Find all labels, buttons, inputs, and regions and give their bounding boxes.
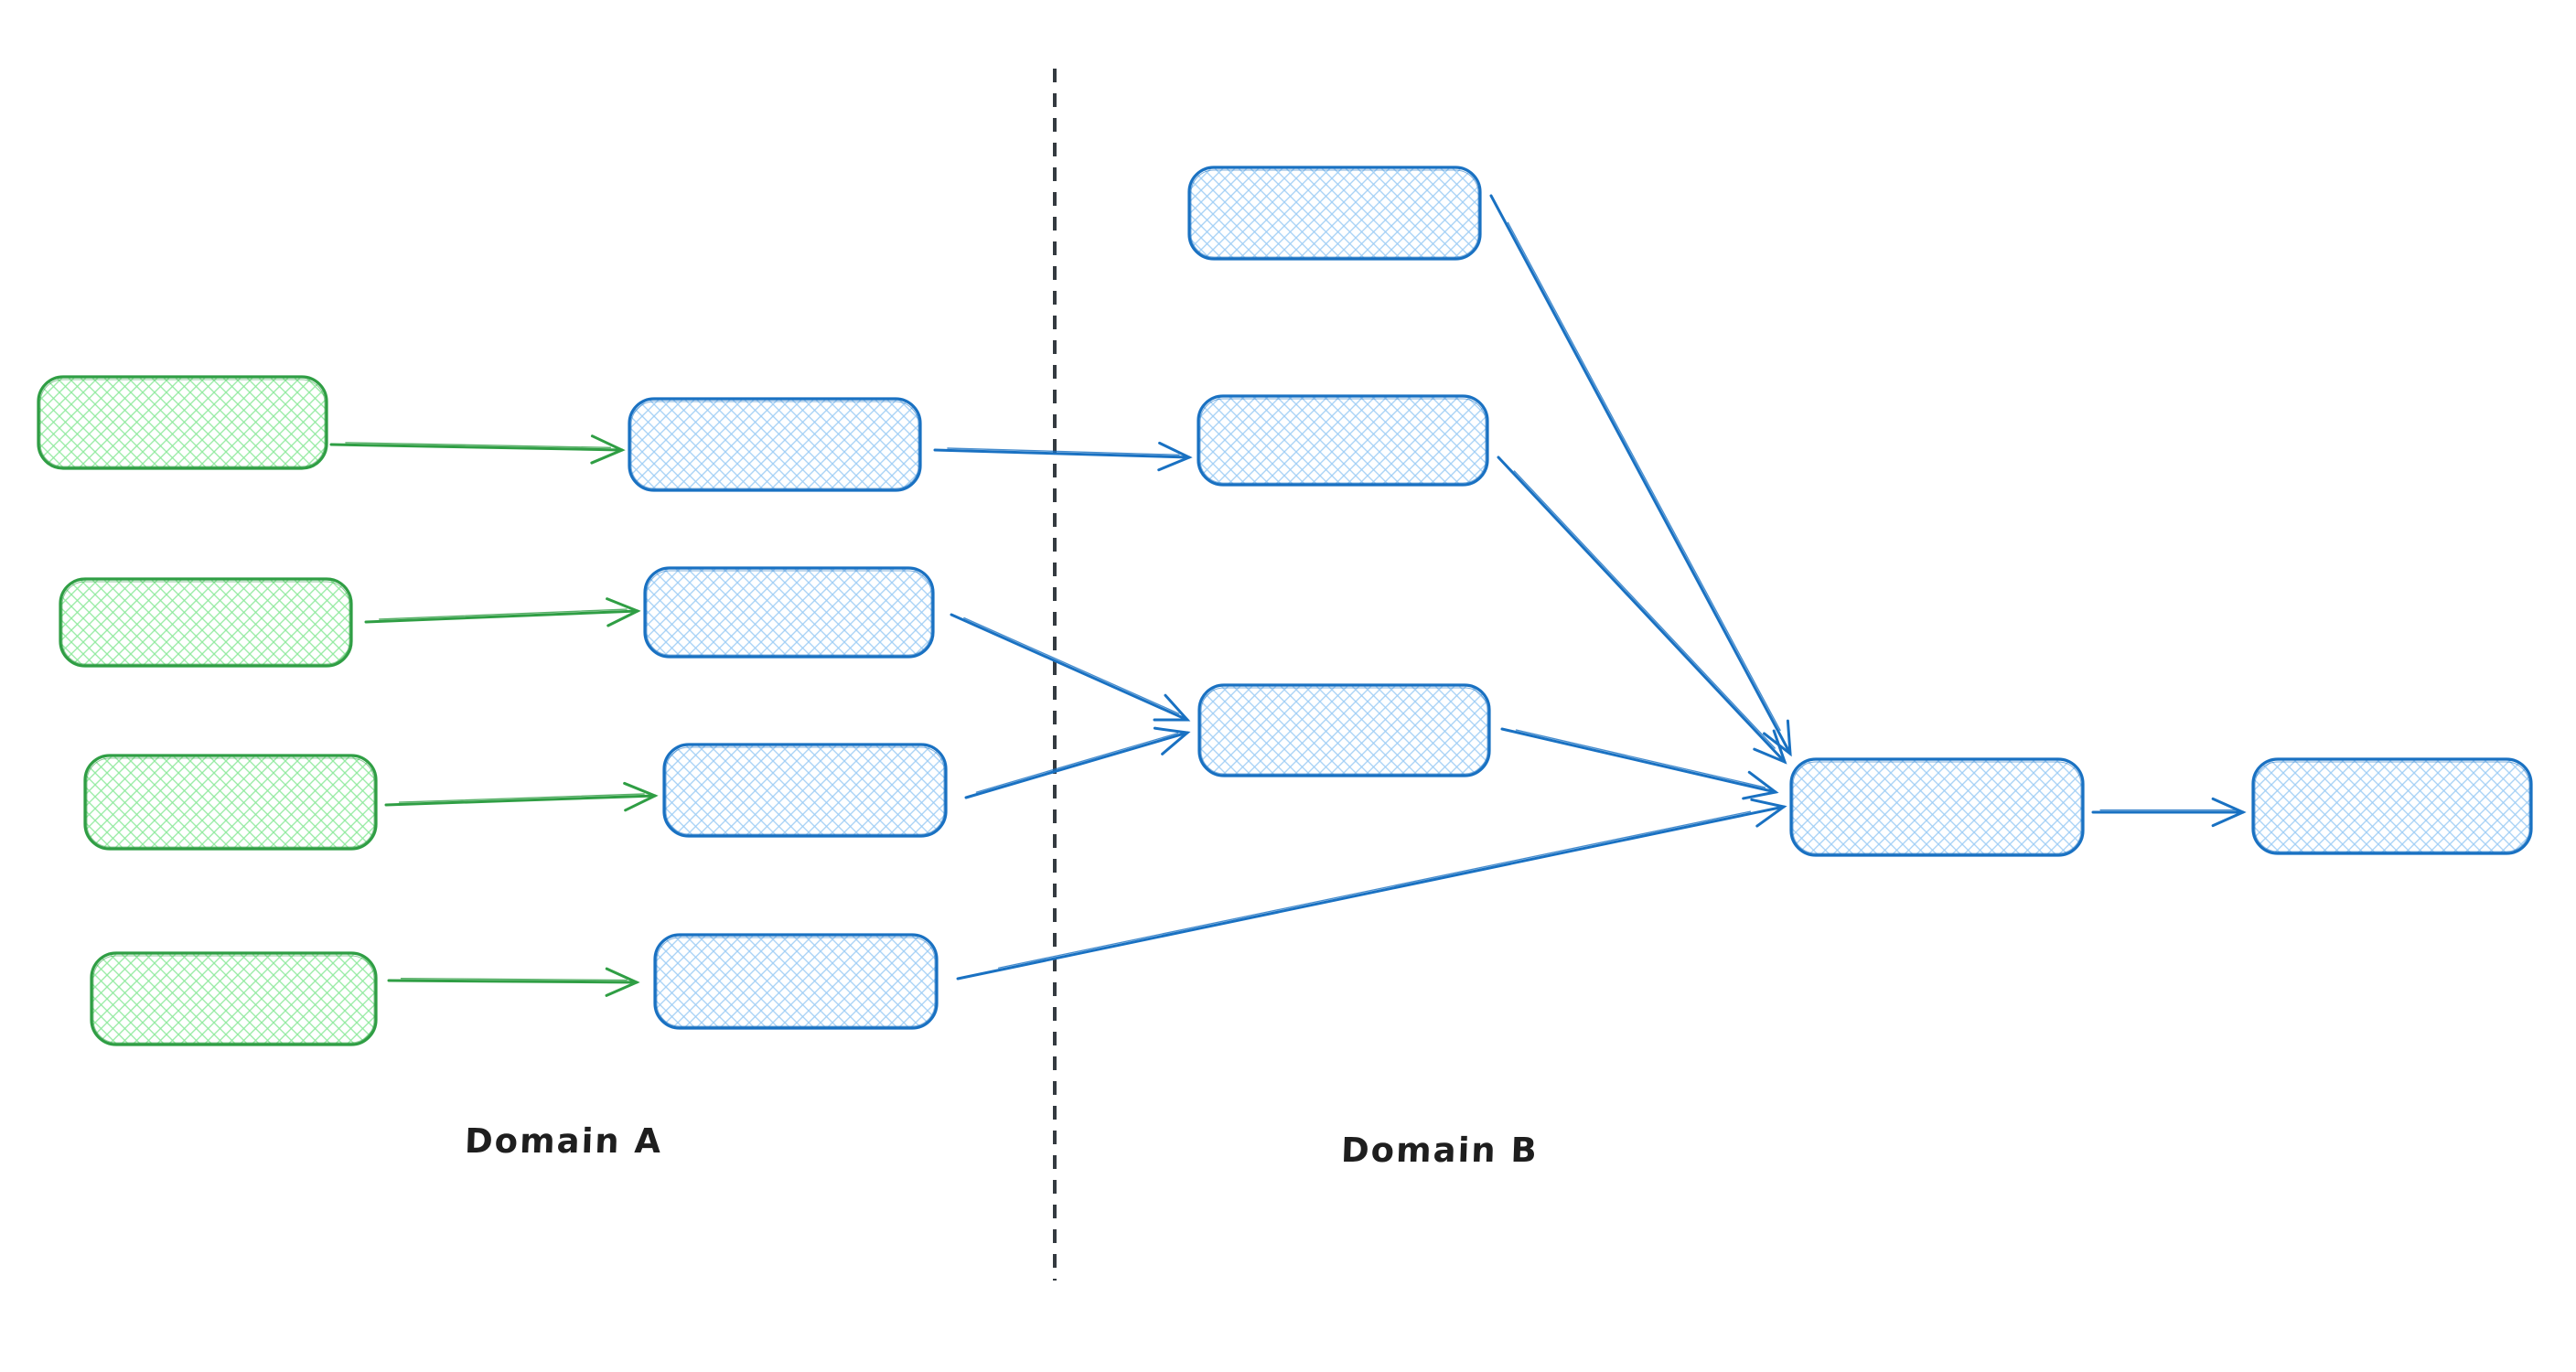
- node-green-source-3: [83, 754, 378, 851]
- arrow-blue-b1-to-blue-converge: [1489, 194, 1792, 757]
- node-blue-b1: [1187, 166, 1482, 261]
- node-blue-a4: [653, 933, 939, 1030]
- arrow-blue-a1-to-blue-b2: [933, 441, 1193, 472]
- node-green-source-4: [90, 951, 378, 1046]
- arrow-blue-b2-to-blue-converge: [1497, 456, 1787, 765]
- node-green-source-1: [37, 375, 328, 470]
- node-blue-final: [2251, 757, 2533, 855]
- node-blue-converge: [1789, 757, 2085, 857]
- node-blue-a3: [662, 743, 948, 838]
- arrow-green-source-4-to-blue-a4: [387, 967, 640, 997]
- node-blue-b2: [1197, 394, 1489, 487]
- arrow-green-source-2-to-blue-a2: [364, 597, 641, 627]
- arrow-green-source-1-to-blue-a1: [329, 434, 626, 465]
- arrow-blue-converge-to-blue-final: [2091, 797, 2247, 828]
- node-blue-a2: [643, 566, 935, 659]
- node-green-source-2: [59, 577, 353, 668]
- arrow-blue-a4-to-blue-converge: [956, 798, 1787, 981]
- arrow-green-source-3-to-blue-a3: [384, 781, 659, 812]
- node-blue-b3: [1197, 683, 1491, 777]
- domain-b-label: Domain B: [1340, 1131, 1540, 1170]
- arrow-blue-a3-to-blue-b3: [964, 726, 1191, 799]
- arrow-blue-b3-to-blue-converge: [1500, 727, 1779, 800]
- domain-a-label: Domain A: [464, 1121, 663, 1161]
- arrow-blue-a2-to-blue-b3: [950, 613, 1191, 722]
- node-blue-a1: [628, 397, 922, 492]
